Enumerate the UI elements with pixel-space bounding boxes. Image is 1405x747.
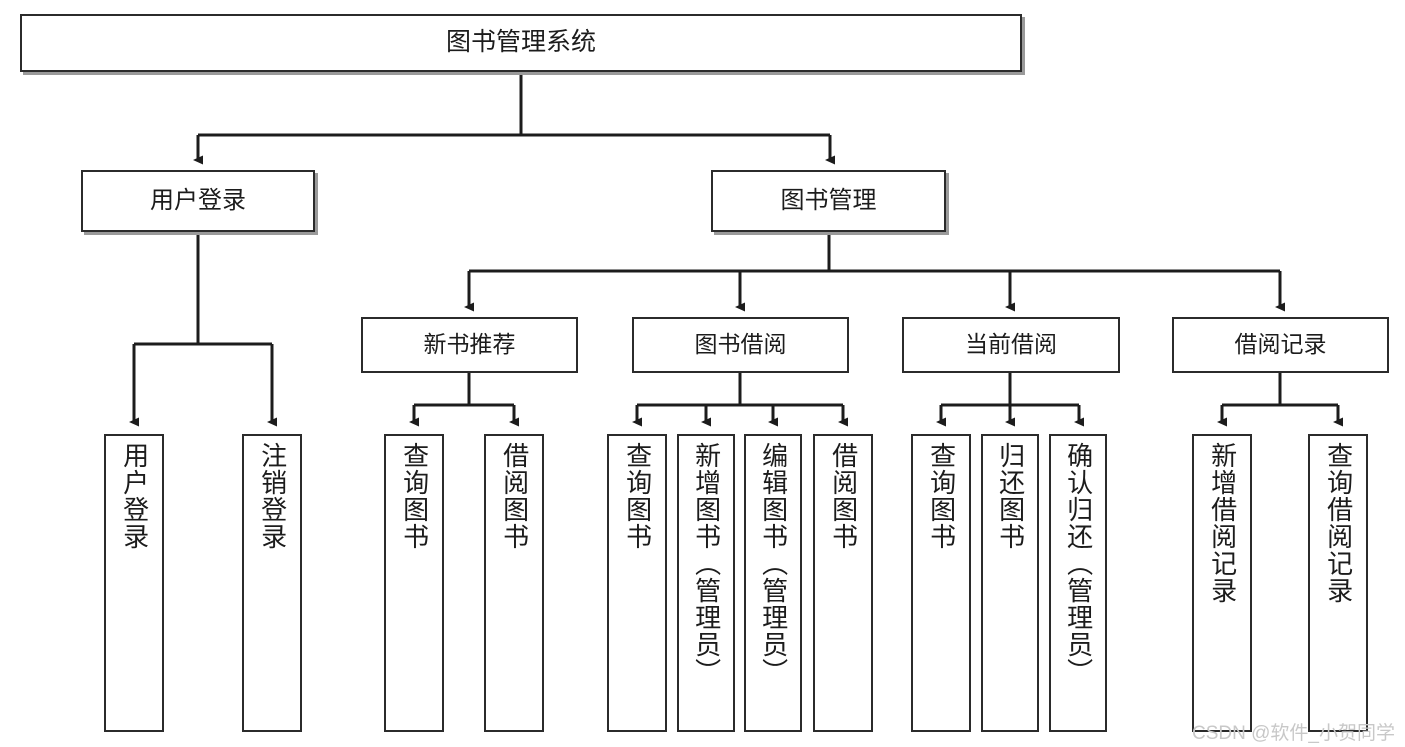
leaf-query-book-current[interactable]: 查询图书 — [911, 434, 971, 732]
leaf-borrow-book-new[interactable]: 借阅图书 — [484, 434, 544, 732]
node-book-borrow[interactable]: 图书借阅 — [632, 317, 849, 373]
node-book-management[interactable]: 图书管理 — [711, 170, 946, 232]
node-label: 编辑图书（管理员） — [758, 442, 789, 685]
csdn-watermark: CSDN @软件_小贺同学 — [1192, 723, 1395, 744]
leaf-return-book[interactable]: 归还图书 — [981, 434, 1039, 732]
node-label: 当前借阅 — [965, 331, 1057, 358]
leaf-user-login[interactable]: 用户登录 — [104, 434, 164, 732]
node-label: 借阅图书 — [828, 442, 859, 550]
node-label: 查询图书 — [622, 442, 653, 550]
leaf-borrow-book[interactable]: 借阅图书 — [813, 434, 873, 732]
node-label: 用户登录 — [119, 442, 150, 550]
node-label: 确认归还（管理员） — [1063, 442, 1094, 685]
node-label: 借阅记录 — [1234, 331, 1327, 358]
leaf-logout[interactable]: 注销登录 — [242, 434, 302, 732]
leaf-confirm-return-admin[interactable]: 确认归还（管理员） — [1049, 434, 1107, 732]
node-label: 图书管理 — [780, 186, 877, 214]
node-label: 查询图书 — [926, 442, 957, 550]
node-label: 用户登录 — [150, 186, 246, 214]
leaf-add-borrow-record[interactable]: 新增借阅记录 — [1192, 434, 1252, 732]
leaf-query-borrow-record[interactable]: 查询借阅记录 — [1308, 434, 1368, 732]
leaf-query-book-new[interactable]: 查询图书 — [384, 434, 444, 732]
node-borrow-record[interactable]: 借阅记录 — [1172, 317, 1389, 373]
node-user-login[interactable]: 用户登录 — [81, 170, 315, 232]
node-label: 新增图书（管理员） — [691, 442, 722, 685]
node-label: 图书管理系统 — [445, 28, 596, 57]
node-label: 查询图书 — [399, 442, 430, 550]
node-label: 借阅图书 — [499, 442, 530, 550]
node-label: 注销登录 — [257, 442, 288, 550]
leaf-add-book-admin[interactable]: 新增图书（管理员） — [677, 434, 735, 732]
node-label: 归还图书 — [995, 442, 1026, 550]
node-root-book-management-system[interactable]: 图书管理系统 — [20, 14, 1022, 72]
leaf-edit-book-admin[interactable]: 编辑图书（管理员） — [744, 434, 802, 732]
node-label: 查询借阅记录 — [1323, 442, 1354, 604]
node-label: 新书推荐 — [423, 331, 516, 358]
node-label: 图书借阅 — [694, 331, 787, 358]
leaf-query-book-borrow[interactable]: 查询图书 — [607, 434, 667, 732]
node-current-borrow[interactable]: 当前借阅 — [902, 317, 1120, 373]
node-new-book-recommendation[interactable]: 新书推荐 — [361, 317, 578, 373]
node-label: 新增借阅记录 — [1207, 442, 1238, 604]
